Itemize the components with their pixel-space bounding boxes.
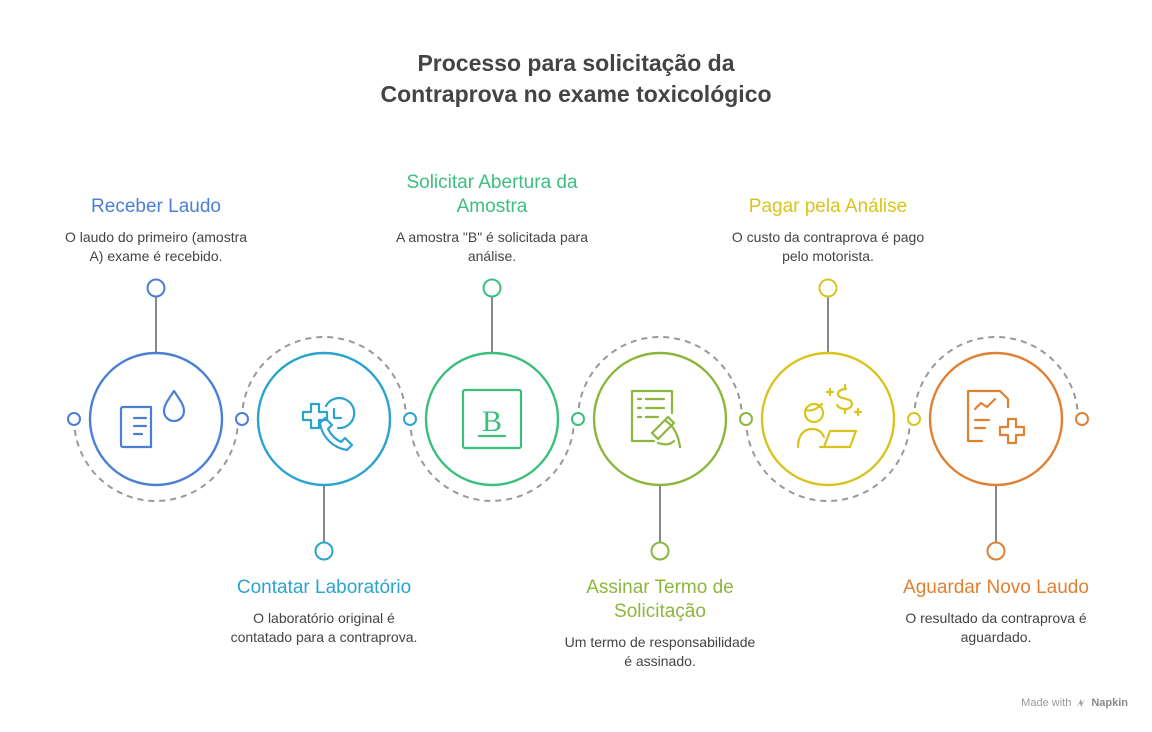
step-marker-dot <box>482 278 502 298</box>
step-description-line: O custo da contraprova é pago <box>731 229 925 245</box>
dashed-arc <box>577 336 743 420</box>
connector-dot <box>235 412 249 426</box>
napkin-logo-icon <box>1077 699 1086 707</box>
step-5 <box>760 278 896 487</box>
step-title-line: Pagar pela Análise <box>748 196 908 217</box>
medical-phone-icon <box>301 396 356 452</box>
step-3: B <box>424 278 560 487</box>
step-description-line: O laboratório original é <box>253 610 395 626</box>
dashed-arc <box>73 418 239 502</box>
step-title-line: Aguardar Novo Laudo <box>903 577 1089 598</box>
step-circle <box>424 351 560 487</box>
connector-dots <box>67 412 1089 426</box>
step-description-line: O resultado da contraprova é <box>905 610 1087 626</box>
step-title-line: Contatar Laboratório <box>236 577 412 598</box>
connector-dot <box>1075 412 1089 426</box>
connector-dot <box>907 412 921 426</box>
step-description-line: pelo motorista. <box>782 248 874 264</box>
made-with-text: Made with <box>1021 697 1072 709</box>
step-marker-dot <box>650 541 670 561</box>
letter-b-box-icon: B <box>461 388 523 450</box>
step-6 <box>928 351 1064 561</box>
napkin-brand-text: Napkin <box>1091 697 1128 709</box>
step-circle <box>928 351 1064 487</box>
step-description-line: contatado para a contraprova. <box>230 629 418 645</box>
step-circle <box>760 351 896 487</box>
connector-dot <box>739 412 753 426</box>
step-marker-dot <box>314 541 334 561</box>
document-droplet-icon <box>119 389 186 449</box>
step-description-line: A amostra "B" é solicitada para <box>395 229 589 245</box>
step-4 <box>592 351 728 561</box>
step-description-line: análise. <box>467 248 517 264</box>
connector-dot <box>571 412 585 426</box>
icon-letter: B <box>482 405 502 438</box>
connector-dot <box>67 412 81 426</box>
step-circle <box>88 351 224 487</box>
person-laptop-payment-icon <box>796 383 863 449</box>
step-description-line: O laudo do primeiro (amostra <box>64 229 248 245</box>
dashed-arc <box>241 336 407 420</box>
step-marker-dot <box>146 278 166 298</box>
diagram-title-line-2: Contraprova no exame toxicológico <box>380 81 772 107</box>
step-description-line: aguardado. <box>960 629 1032 645</box>
dashed-arc <box>409 418 575 502</box>
step-title-line: Solicitação <box>614 601 706 622</box>
step-1 <box>88 278 224 487</box>
dashed-arc <box>913 336 1079 420</box>
dashed-connector-arcs <box>73 336 1079 502</box>
step-circle <box>592 351 728 487</box>
step-title-line: Assinar Termo de <box>586 577 734 598</box>
step-title-line: Receber Laudo <box>91 196 221 217</box>
step-marker-dot <box>818 278 838 298</box>
connector-dot <box>403 412 417 426</box>
step-marker-dot <box>986 541 1006 561</box>
dashed-arc <box>745 418 911 502</box>
step-description-line: A) exame é recebido. <box>89 248 223 264</box>
step-title-line: Amostra <box>456 196 528 217</box>
medical-report-icon <box>966 389 1026 445</box>
step-description-line: é assinado. <box>624 653 696 669</box>
signing-document-icon <box>630 389 682 449</box>
step-description-line: Um termo de responsabilidade <box>564 634 756 650</box>
step-2 <box>256 351 392 561</box>
made-with-badge: Made with Napkin <box>1021 697 1128 709</box>
diagram-title-line-1: Processo para solicitação da <box>417 50 735 76</box>
step-title-line: Solicitar Abertura da <box>406 172 578 193</box>
